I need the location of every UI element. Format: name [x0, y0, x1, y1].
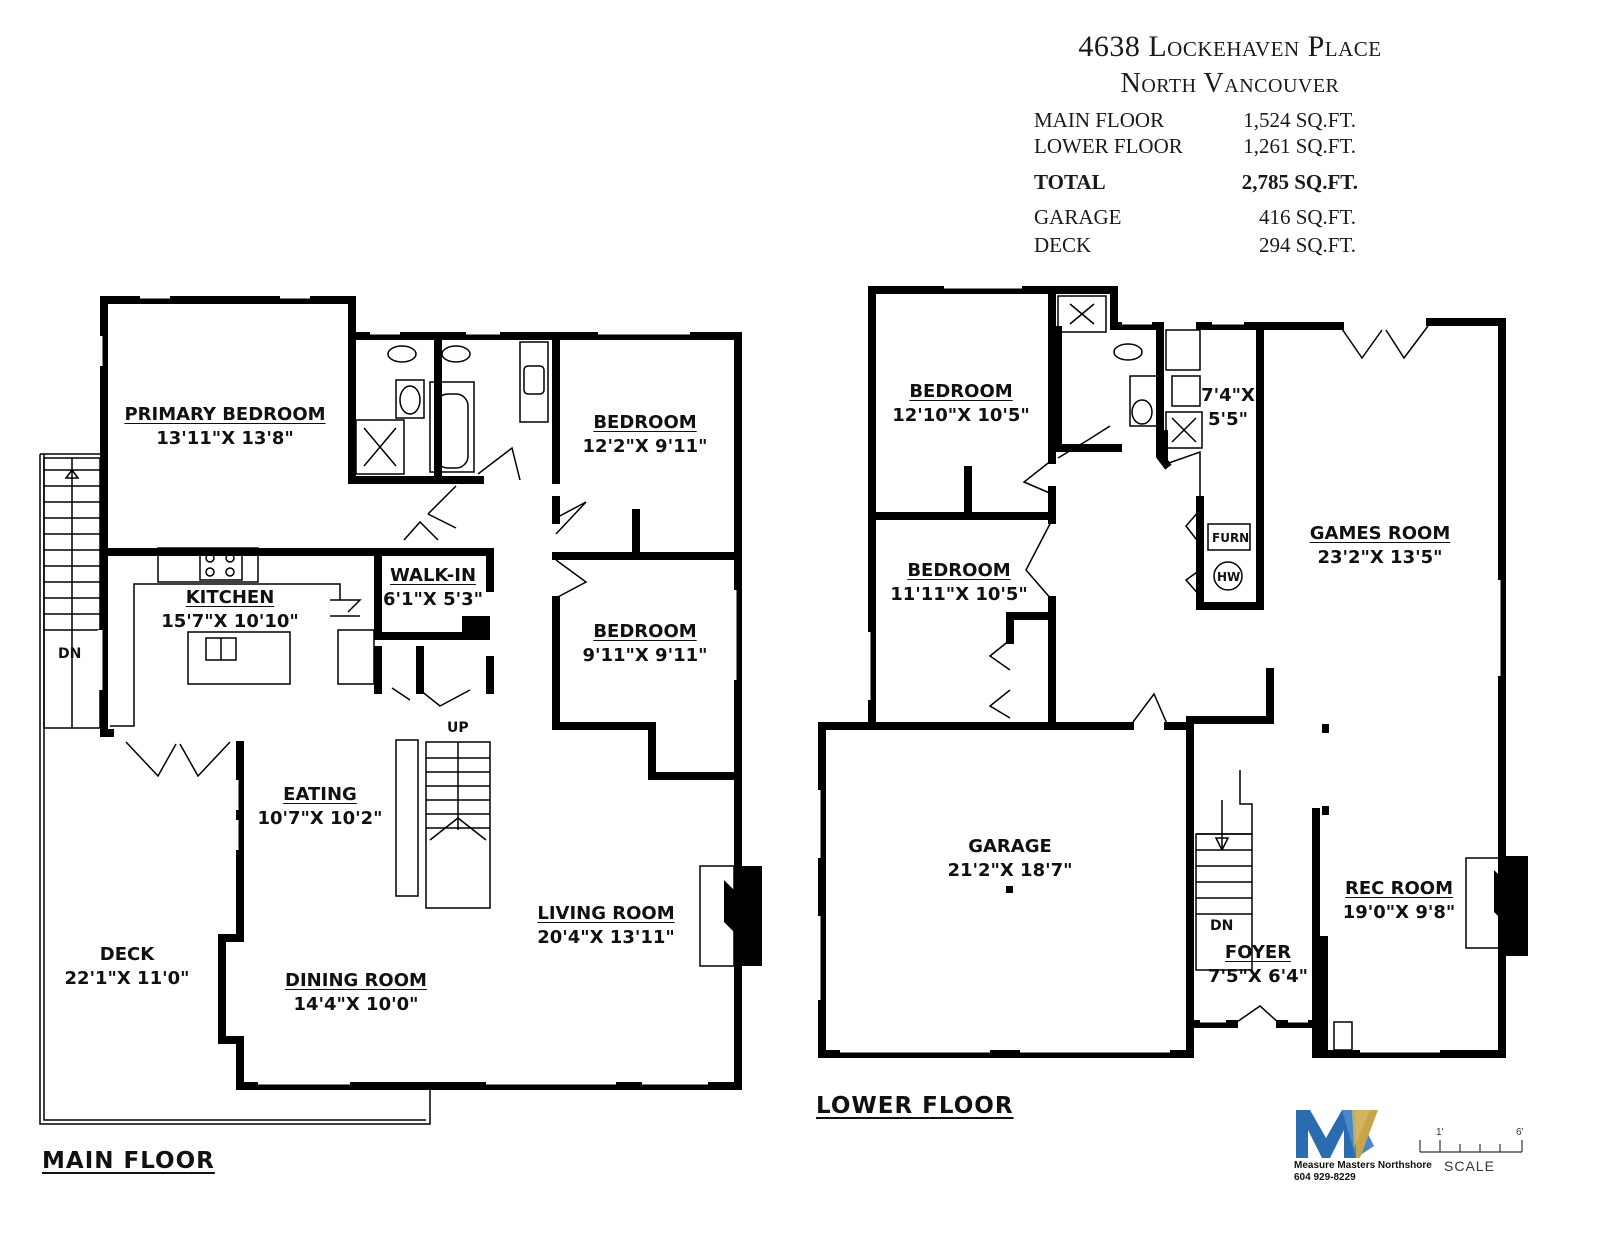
room-deck: DECK 22'1"X 11'0"	[64, 944, 190, 989]
area-row-deck: DECK 294 SQ.FT.	[1034, 233, 1356, 257]
room-games: GAMES ROOM 23'2"X 13'5"	[1309, 523, 1451, 568]
address-line1: 4638 Lockehaven Place	[1078, 30, 1382, 63]
hot-water-tag: HW	[1217, 570, 1241, 584]
room-rec: REC ROOM 19'0"X 9'8"	[1342, 878, 1456, 923]
main-floor-walls	[100, 296, 742, 1090]
area-row-garage: GARAGE 416 SQ.FT.	[1034, 205, 1356, 229]
address-line2: North Vancouver	[1120, 68, 1340, 99]
company-name: Measure Masters Northshore	[1294, 1160, 1432, 1171]
address-header: 4638 Lockehaven Place North Vancouver	[1000, 0, 1460, 110]
room-kitchen: KITCHEN 15'7"X 10'10"	[161, 587, 299, 632]
room-dining: DINING ROOM 14'4"X 10'0"	[285, 970, 427, 1015]
scale-tick-end: 6'	[1516, 1127, 1524, 1138]
main-floor-details	[39, 293, 737, 1125]
main-floor-solids	[462, 616, 762, 966]
scale-bar	[1419, 1140, 1523, 1153]
room-lower-bedroom-2: BEDROOM 11'11"X 10'5"	[890, 560, 1028, 605]
scale-label: SCALE	[1444, 1158, 1495, 1174]
room-garage: GARAGE 21'2"X 18'7"	[947, 836, 1073, 881]
lower-floor-walls	[818, 286, 1506, 1058]
room-walk-in: WALK-IN 6'1"X 5'3"	[382, 565, 484, 610]
scale-tick-start: 1'	[1436, 1127, 1444, 1138]
lower-floor-title: LOWER FLOOR	[816, 1093, 1014, 1119]
area-row-total: TOTAL 2,785 SQ.FT.	[1034, 170, 1358, 194]
lower-floor-solids	[1006, 430, 1528, 956]
lower-floor-details	[815, 283, 1503, 1053]
main-stairs-up-tag: UP	[447, 720, 469, 736]
main-floor-title: MAIN FLOOR	[42, 1148, 215, 1174]
room-lower-bedroom-1: BEDROOM 12'10"X 10'5"	[892, 381, 1030, 426]
room-bedroom-2: BEDROOM 12'2"X 9'11"	[582, 412, 708, 457]
company-phone: 604 929-8229	[1294, 1172, 1356, 1183]
measure-masters-logo-icon	[1296, 1110, 1378, 1158]
area-row-main: MAIN FLOOR 1,524 SQ.FT.	[1034, 108, 1356, 132]
room-lower-bath: 7'4"X 5'5"	[1201, 385, 1255, 430]
room-foyer: FOYER 7'5"X 6'4"	[1207, 942, 1309, 987]
room-primary-bedroom: PRIMARY BEDROOM 13'11"X 13'8"	[124, 404, 326, 449]
room-living: LIVING ROOM 20'4"X 13'11"	[537, 903, 675, 948]
area-row-lower: LOWER FLOOR 1,261 SQ.FT.	[1034, 134, 1356, 158]
room-eating: EATING 10'7"X 10'2"	[257, 784, 383, 829]
room-bedroom-3: BEDROOM 9'11"X 9'11"	[582, 621, 708, 666]
main-stairs-down-tag: DN	[58, 646, 82, 662]
lower-stairs-down-tag: DN	[1210, 918, 1234, 934]
furnace-tag: FURN	[1212, 531, 1250, 545]
